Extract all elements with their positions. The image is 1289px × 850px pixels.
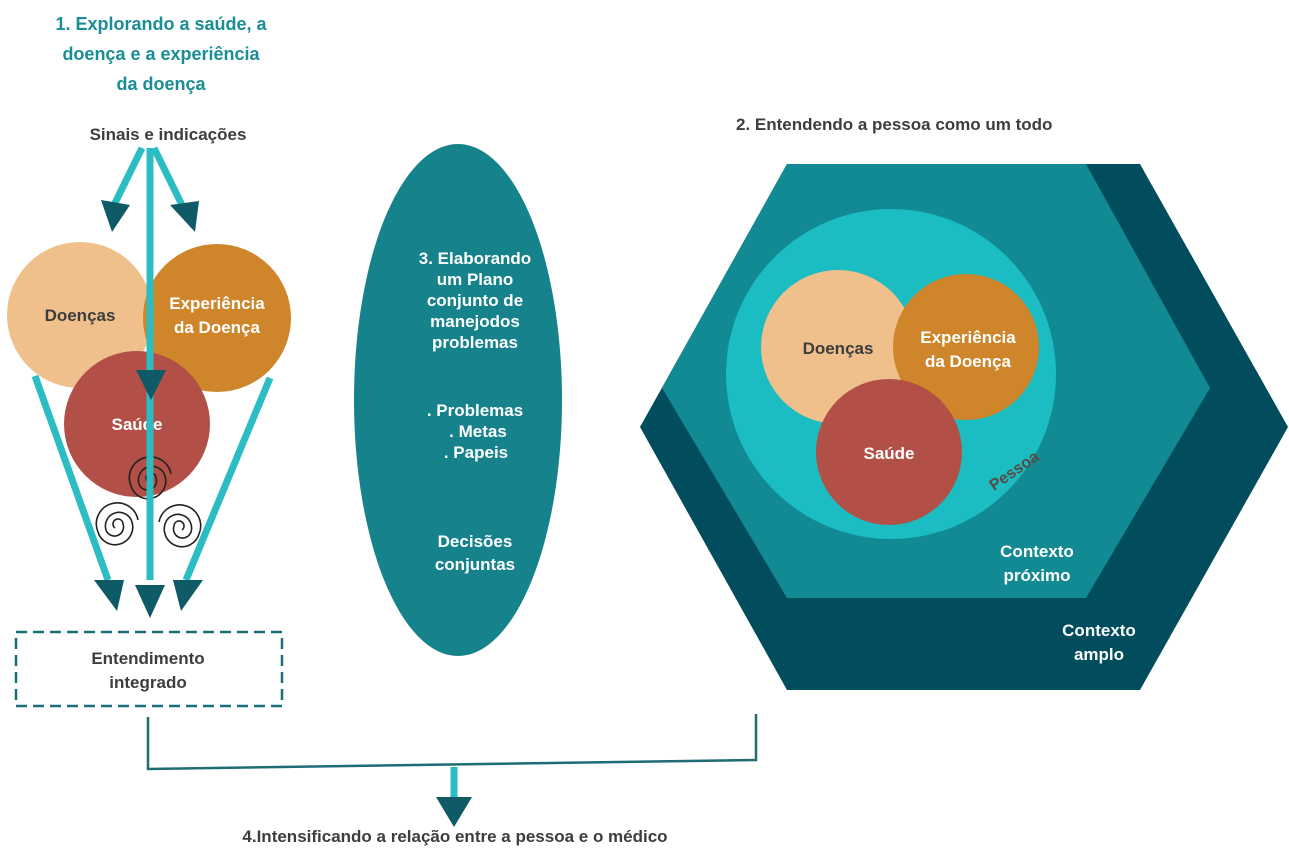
arrow-down-center-icon — [136, 370, 166, 400]
broad-context-line2: amplo — [1074, 645, 1124, 664]
health-circle — [64, 351, 210, 497]
triskelion-spiral-icon — [95, 456, 202, 548]
near-context-line1: Contexto — [1000, 542, 1074, 561]
near-context-line2: próximo — [1003, 566, 1070, 585]
broad-context-line1: Contexto — [1062, 621, 1136, 640]
relationship-bracket — [146, 714, 758, 827]
illness-label-line1: Experiência — [169, 294, 265, 313]
health-label: Saúde — [111, 415, 162, 434]
arrow-down-left-icon — [101, 200, 130, 232]
plan-title-line5: problemas — [432, 333, 518, 352]
shared-plan-ellipse — [354, 144, 562, 656]
arrow-bottom-center-icon — [135, 585, 165, 618]
plan-title-line3: conjunto de — [427, 291, 523, 310]
result-line1: Entendimento — [91, 649, 204, 668]
section1-title: 1. Explorando a saúde, a doença e a expe… — [55, 14, 267, 94]
section2-health-circle — [816, 379, 962, 525]
decision-line2: conjuntas — [435, 555, 515, 574]
disease-circle — [7, 242, 153, 388]
arrow-down-relationship-icon — [436, 797, 472, 827]
integrated-understanding-box — [14, 630, 284, 708]
disease-label: Doenças — [45, 306, 116, 325]
decision-line1: Decisões — [438, 532, 513, 551]
plan-item-roles: . Papeis — [444, 443, 508, 462]
arrow-bottom-left-icon — [94, 580, 124, 611]
plan-title-line4: manejodos — [430, 312, 520, 331]
plan-title-line1: 3. Elaborando — [419, 249, 531, 268]
illness-experience-circle — [143, 244, 291, 392]
illness-label-line2: da Doença — [174, 318, 261, 337]
section1-title-line3: da doença — [116, 74, 206, 94]
section2-disease-label: Doenças — [803, 339, 874, 358]
section1-title-line1: 1. Explorando a saúde, a — [55, 14, 267, 34]
plan-item-goals: . Metas — [449, 422, 507, 441]
section1-title-line2: doença e a experiência — [62, 44, 260, 64]
section3-text: 3. Elaborando um Plano conjunto de manej… — [419, 249, 531, 574]
arrow-down-right-icon — [170, 201, 199, 232]
funnel-lines — [31, 374, 274, 582]
section2-illness-label-line1: Experiência — [920, 328, 1016, 347]
section2-health-label: Saúde — [863, 444, 914, 463]
section2-illness-circle — [893, 274, 1039, 420]
signal-arrows — [94, 146, 203, 618]
funnel-left-line — [31, 374, 112, 582]
section2-title: 2. Entendendo a pessoa como um todo — [736, 115, 1052, 134]
funnel-right-line — [182, 376, 274, 582]
plan-item-problems: . Problemas — [427, 401, 523, 420]
section2-illness-label-line2: da Doença — [925, 352, 1012, 371]
section4-title: 4.Intensificando a relação entre a pesso… — [242, 827, 667, 846]
arrow-bottom-right-icon — [173, 580, 203, 611]
signals-label: Sinais e indicações — [90, 125, 247, 144]
result-line2: integrado — [109, 673, 186, 692]
plan-title-line2: um Plano — [437, 270, 514, 289]
